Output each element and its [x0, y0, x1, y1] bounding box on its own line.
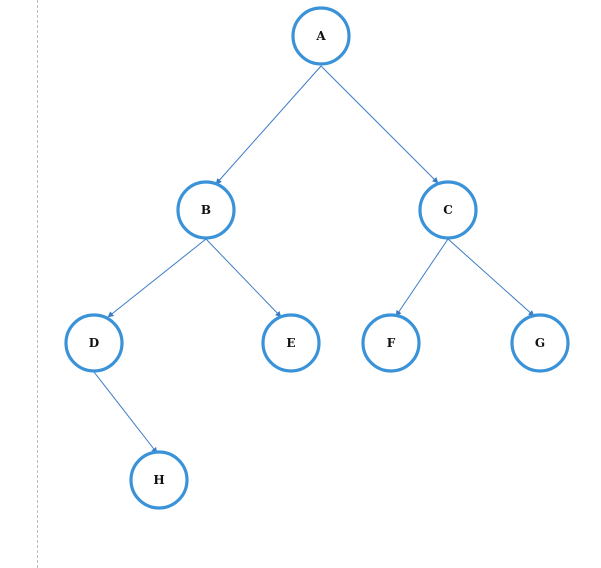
edge-d-h: [93, 371, 158, 454]
node-circle: [64, 313, 124, 373]
edge-a-b: [215, 65, 322, 185]
edge-b-d: [107, 238, 207, 318]
tree-node-b: B: [176, 180, 236, 240]
tree-node-g: G: [510, 313, 570, 373]
node-circle: [129, 450, 189, 510]
tree-node-d: D: [64, 313, 124, 373]
tree-node-a: A: [291, 6, 351, 66]
tree-node-h: H: [129, 450, 189, 510]
edge-b-e: [205, 238, 282, 318]
node-circle: [361, 313, 421, 373]
node-label: A: [315, 29, 326, 43]
tree-node-c: C: [418, 180, 478, 240]
node-label: F: [387, 336, 396, 350]
node-label: H: [153, 473, 164, 487]
node-label: E: [286, 336, 295, 350]
node-circle: [176, 180, 236, 240]
node-label: B: [201, 203, 211, 217]
edges-layer: [93, 65, 535, 454]
page-margin-guide: [37, 0, 38, 568]
node-label: G: [535, 336, 545, 350]
tree-node-f: F: [361, 313, 421, 373]
edge-c-f: [395, 238, 449, 317]
nodes-layer: A B C D E F G H: [64, 6, 570, 510]
tree-node-e: E: [261, 313, 321, 373]
node-circle: [418, 180, 478, 240]
edge-c-g: [447, 238, 535, 317]
node-circle: [510, 313, 570, 373]
node-label: C: [443, 203, 453, 217]
edge-a-c: [320, 65, 439, 184]
node-label: D: [89, 336, 99, 350]
node-circle: [291, 6, 351, 66]
node-circle: [261, 313, 321, 373]
